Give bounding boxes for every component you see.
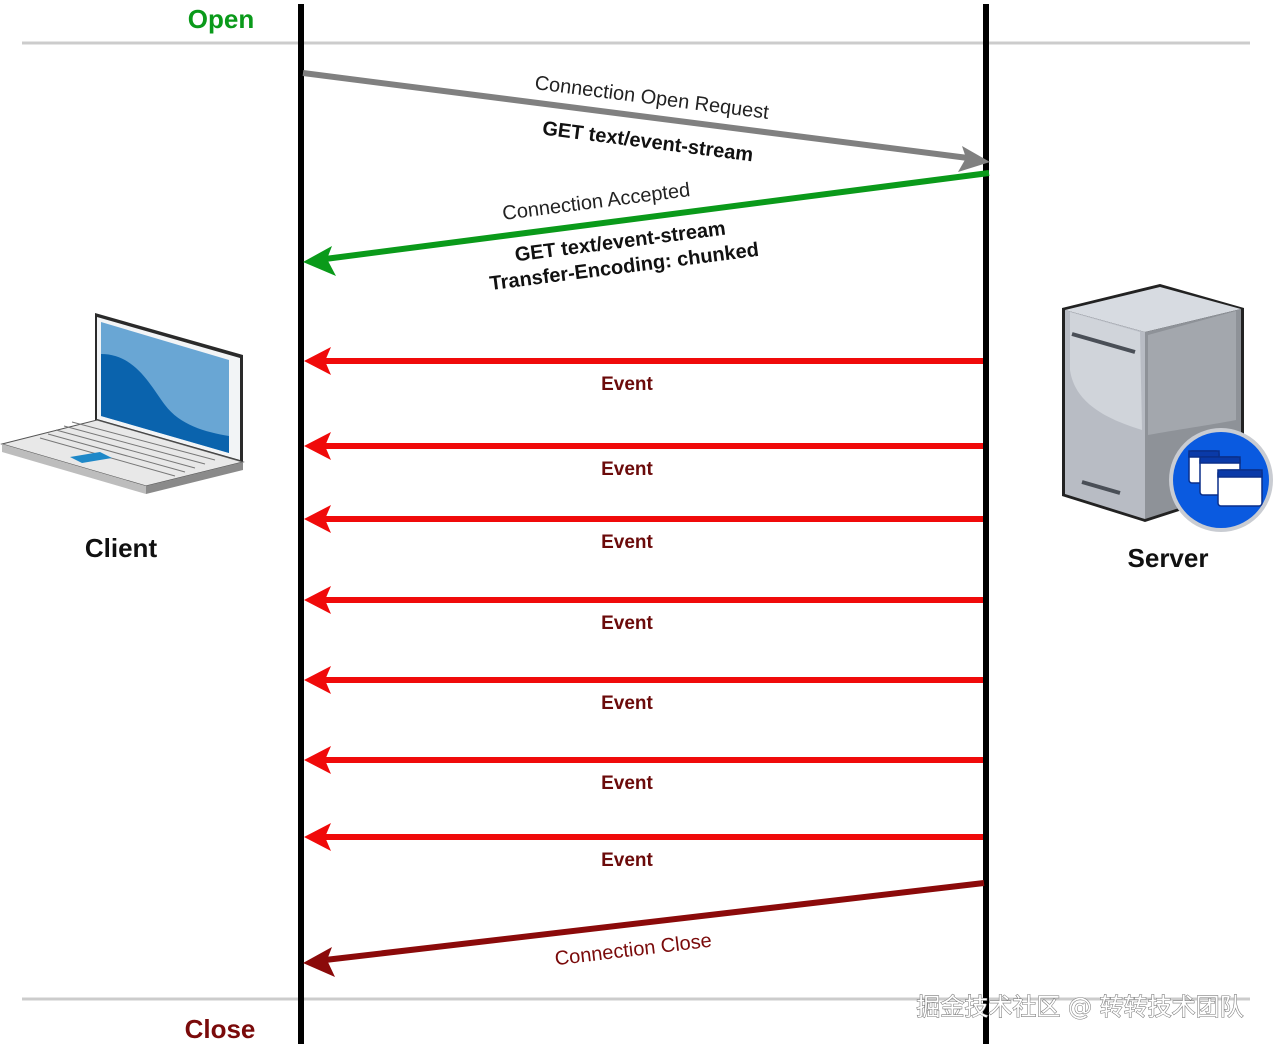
close-arrow bbox=[303, 880, 985, 977]
event-label: Event bbox=[601, 693, 653, 714]
event-arrow: Event bbox=[304, 666, 983, 714]
event-label: Event bbox=[601, 613, 653, 634]
client-label: Client bbox=[85, 533, 158, 563]
close-title: Connection Close bbox=[554, 930, 713, 971]
event-label: Event bbox=[601, 773, 653, 794]
event-arrow-head bbox=[304, 586, 331, 614]
event-arrow: Event bbox=[304, 432, 983, 480]
event-arrow: Event bbox=[304, 746, 983, 794]
event-arrow: Event bbox=[304, 586, 983, 634]
open-request-arrow bbox=[302, 70, 990, 172]
server-label: Server bbox=[1128, 543, 1209, 573]
watermark-text: 掘金技术社区 @ 转转技术团队 bbox=[916, 993, 1243, 1021]
event-arrow-head bbox=[304, 666, 331, 694]
event-arrow: Event bbox=[304, 347, 983, 395]
event-label: Event bbox=[601, 374, 653, 395]
event-arrow-head bbox=[304, 347, 331, 375]
event-arrow-head bbox=[304, 746, 331, 774]
event-arrow-head bbox=[304, 432, 331, 460]
accepted-arrow bbox=[303, 170, 990, 276]
event-label: Event bbox=[601, 459, 653, 480]
event-arrow: Event bbox=[304, 823, 983, 871]
laptop-icon bbox=[0, 313, 245, 494]
event-arrow-head bbox=[304, 823, 331, 851]
event-arrow-head bbox=[304, 505, 331, 533]
open-phase-label: Open bbox=[188, 4, 254, 34]
event-arrow: Event bbox=[304, 505, 983, 553]
close-phase-label: Close bbox=[185, 1014, 256, 1044]
event-label: Event bbox=[601, 532, 653, 553]
event-label: Event bbox=[601, 850, 653, 871]
application-windows-icon bbox=[1169, 428, 1273, 532]
